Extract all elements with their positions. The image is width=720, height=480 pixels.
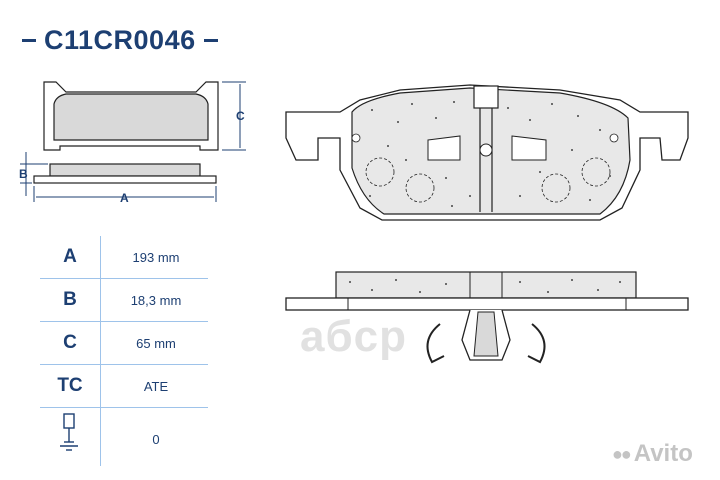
spec-row-b: B 18,3 mm xyxy=(40,279,208,322)
spec-key: C xyxy=(63,332,77,353)
spec-value: 18,3 mm xyxy=(130,292,182,308)
spec-row-a: A 193 mm xyxy=(40,236,208,279)
spec-table: A 193 mm B 18,3 mm C 65 mm TC ATE 0 xyxy=(40,236,208,470)
small-pad-side-view xyxy=(33,163,217,184)
avito-dots-icon: ●● xyxy=(612,443,632,464)
spec-value: 0 xyxy=(152,431,160,447)
product-code: C11CR0046 xyxy=(44,24,196,55)
large-pad-side-view xyxy=(285,271,689,364)
small-pad-top-view xyxy=(43,81,219,151)
spec-value: ATE xyxy=(143,378,169,394)
dimension-c: C xyxy=(222,81,246,151)
spec-key: B xyxy=(63,289,77,310)
avito-watermark: ●● Avito xyxy=(612,440,693,468)
spec-row-c: C 65 mm xyxy=(40,322,208,365)
spec-key: A xyxy=(63,246,77,267)
product-title: C11CR0046 xyxy=(22,22,218,58)
spec-value: 193 mm xyxy=(132,249,180,265)
spec-row-sensor: 0 xyxy=(40,408,208,470)
large-pad-top-view xyxy=(285,84,689,221)
avito-text: Avito xyxy=(633,440,693,467)
dimension-a: A xyxy=(33,186,217,205)
title-dash-left xyxy=(22,38,36,42)
watermark-logo: aбcp xyxy=(300,312,407,361)
wear-sensor-icon xyxy=(60,413,78,451)
dimension-a-label: A xyxy=(120,191,129,205)
dimension-c-label: C xyxy=(236,109,245,123)
dimension-b-label: B xyxy=(19,167,28,181)
spec-value: 65 mm xyxy=(136,335,176,351)
dimension-b: B xyxy=(19,152,48,196)
spec-row-tc: TC ATE xyxy=(40,365,208,408)
spec-key: TC xyxy=(57,375,83,396)
table-column-divider xyxy=(100,236,101,466)
title-dash-right xyxy=(203,38,218,42)
